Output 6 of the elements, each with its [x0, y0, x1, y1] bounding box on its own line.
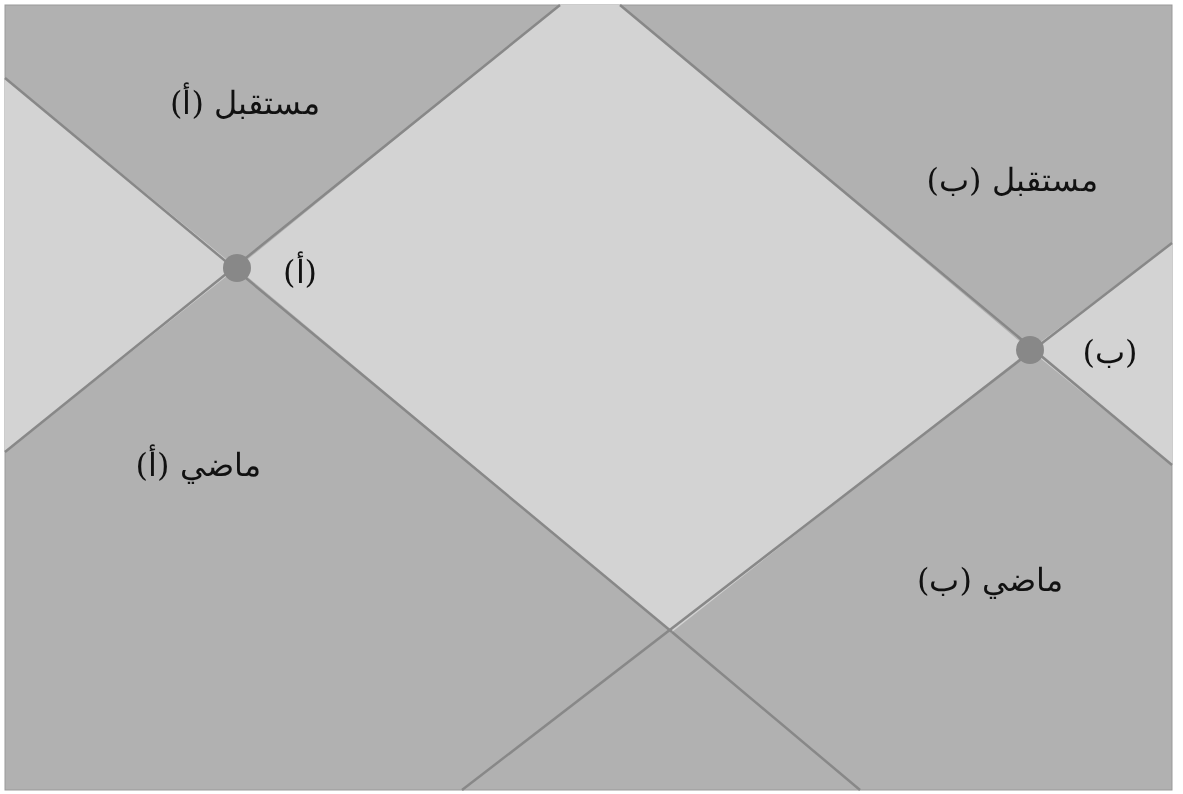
event-label: (أ): [283, 252, 317, 292]
future-cone-label: مستقبل (أ): [169, 83, 321, 123]
past-cone-label: ماضي (أ): [135, 445, 261, 485]
future-cone-label: مستقبل (ب): [926, 160, 1098, 200]
past-cone-label: ماضي (ب): [916, 560, 1064, 600]
event-label: (ب): [1082, 332, 1138, 372]
